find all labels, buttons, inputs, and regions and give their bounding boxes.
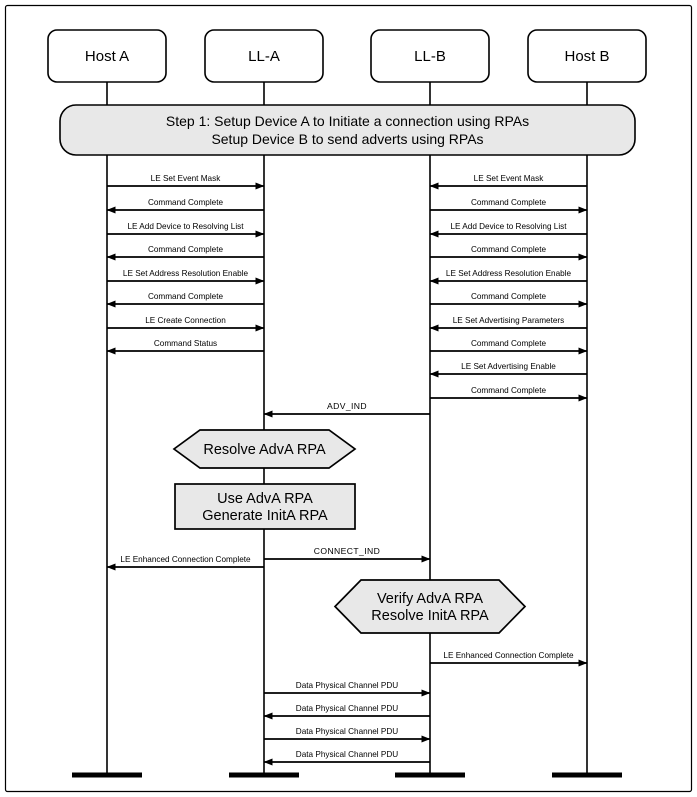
message-label: Command Complete	[471, 245, 547, 254]
message-label: Command Status	[154, 339, 217, 348]
message-arrow: LE Set Advertising Enable	[429, 362, 587, 378]
message-label: Command Complete	[471, 339, 547, 348]
message-arrow: Command Complete	[430, 245, 588, 261]
actors-layer: Host A LL-A LL-B Host B	[47, 29, 647, 83]
message-arrow: Command Complete	[430, 386, 588, 402]
message-arrow: Command Complete	[430, 292, 588, 308]
message-arrow: Command Complete	[430, 339, 588, 355]
message-arrow: LE Set Event Mask	[429, 174, 587, 190]
message-arrow: Command Complete	[106, 245, 264, 261]
diagram-frame	[4, 4, 693, 793]
actor-box-host-b	[527, 29, 647, 83]
message-label: LE Set Event Mask	[151, 174, 222, 183]
message-label: LE Create Connection	[145, 316, 226, 325]
message-label: Command Complete	[148, 292, 224, 301]
actor-label-ll-a: LL-A	[248, 48, 280, 65]
message-arrow: Command Complete	[106, 198, 264, 214]
message-arrow: LE Set Address Resolution Enable	[107, 269, 265, 285]
message-label: Data Physical Channel PDU	[296, 681, 398, 690]
note-text-line: Resolve InitA RPA	[371, 608, 489, 624]
step-banner: Step 1: Setup Device A to Initiate a con…	[59, 104, 636, 156]
actor-label-host-a: Host A	[85, 48, 129, 65]
message-arrow: LE Set Advertising Parameters	[429, 316, 587, 332]
note-text-line: Generate InitA RPA	[202, 508, 328, 524]
note-shape-rect	[174, 483, 356, 530]
note-text-line: Verify AdvA RPA	[377, 591, 483, 607]
message-arrow: LE Add Device to Resolving List	[107, 222, 265, 238]
step-banner-box	[59, 104, 636, 156]
message-label: LE Add Device to Resolving List	[127, 222, 244, 231]
message-arrow: Data Physical Channel PDU	[263, 750, 430, 766]
message-label: CONNECT_IND	[314, 546, 380, 556]
actor-label-ll-b: LL-B	[414, 48, 446, 65]
message-label: LE Set Advertising Enable	[461, 362, 556, 371]
message-label: LE Set Advertising Parameters	[453, 316, 565, 325]
note-resolve-adva-rpa: Resolve AdvA RPA	[172, 429, 357, 469]
message-label: LE Set Address Resolution Enable	[123, 269, 249, 278]
message-label: ADV_IND	[327, 401, 367, 411]
actor-label-host-b: Host B	[564, 48, 609, 65]
message-arrow: Data Physical Channel PDU	[263, 704, 430, 720]
note-shape-hexagon	[172, 429, 357, 469]
message-label: Command Complete	[471, 386, 547, 395]
message-arrow: Data Physical Channel PDU	[264, 727, 431, 743]
message-arrow: LE Set Address Resolution Enable	[429, 269, 587, 285]
message-label: Data Physical Channel PDU	[296, 704, 398, 713]
message-label: Command Complete	[148, 245, 224, 254]
message-label: Command Complete	[471, 198, 547, 207]
message-arrow: Command Complete	[430, 198, 588, 214]
message-label: LE Set Address Resolution Enable	[446, 269, 572, 278]
message-label: LE Set Event Mask	[474, 174, 545, 183]
message-arrow: CONNECT_IND	[264, 546, 431, 563]
actor-ll-a[interactable]: LL-A	[204, 29, 324, 83]
actor-box-ll-a	[204, 29, 324, 83]
actor-host-a[interactable]: Host A	[47, 29, 167, 83]
message-label: Command Complete	[148, 198, 224, 207]
message-label: LE Enhanced Connection Complete	[120, 555, 251, 564]
actor-box-host-a	[47, 29, 167, 83]
message-arrow: LE Create Connection	[107, 316, 265, 332]
step-banner-line-1: Step 1: Setup Device A to Initiate a con…	[166, 113, 529, 129]
message-label: LE Add Device to Resolving List	[450, 222, 567, 231]
actor-box-ll-b	[370, 29, 490, 83]
message-label: Data Physical Channel PDU	[296, 750, 398, 759]
note-text-line: Resolve AdvA RPA	[203, 442, 326, 458]
message-arrow: Command Complete	[106, 292, 264, 308]
message-label: Command Complete	[471, 292, 547, 301]
message-label: Data Physical Channel PDU	[296, 727, 398, 736]
actor-ll-b[interactable]: LL-B	[370, 29, 490, 83]
step-banner-line-2: Setup Device B to send adverts using RPA…	[211, 131, 483, 147]
message-label: LE Enhanced Connection Complete	[443, 651, 574, 660]
message-arrow: LE Enhanced Connection Complete	[430, 651, 588, 667]
message-arrow: Data Physical Channel PDU	[264, 681, 431, 697]
note-shape-hexagon	[333, 579, 527, 634]
message-arrow: LE Enhanced Connection Complete	[106, 555, 264, 571]
message-arrow: LE Add Device to Resolving List	[429, 222, 587, 238]
note-text-line: Use AdvA RPA	[217, 491, 313, 507]
message-arrow: ADV_IND	[263, 401, 430, 418]
message-arrow: Command Status	[106, 339, 264, 355]
message-arrow: LE Set Event Mask	[107, 174, 265, 190]
actor-host-b[interactable]: Host B	[527, 29, 647, 83]
